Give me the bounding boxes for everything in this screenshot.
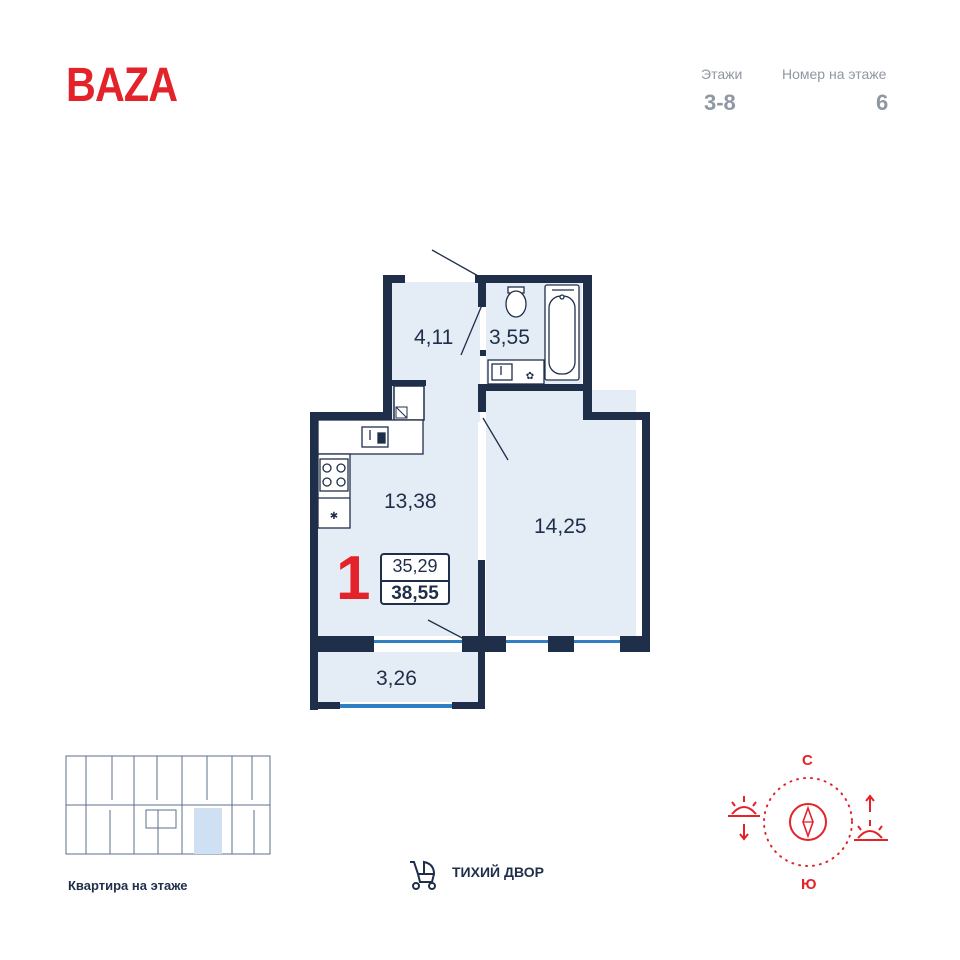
entrance-door xyxy=(431,249,481,278)
sink-drain xyxy=(377,432,386,444)
sunset-icon xyxy=(728,796,760,841)
bathroom-fixtures: ✿ xyxy=(487,284,580,385)
burner xyxy=(336,477,346,487)
wall xyxy=(475,275,592,283)
area-divider xyxy=(382,580,448,582)
burner xyxy=(336,463,346,473)
washer-icon: ✿ xyxy=(526,371,534,382)
wall xyxy=(620,636,650,652)
floor-overview-caption: Квартира на этаже xyxy=(68,878,188,893)
wall xyxy=(310,412,318,710)
compass-south-label: Ю xyxy=(801,876,817,893)
compass-north-label: С xyxy=(802,752,813,769)
washbasin-icon xyxy=(491,363,513,381)
bedroom-door xyxy=(482,417,509,461)
stove-icon xyxy=(319,458,349,492)
wall xyxy=(484,384,584,391)
doors xyxy=(427,249,509,641)
floors-value: 3-8 xyxy=(704,90,736,115)
fridge-icon: ✱ xyxy=(330,511,338,522)
floor-stair xyxy=(145,809,177,829)
balcony-fill xyxy=(316,652,478,702)
wall xyxy=(462,636,506,652)
compass-needle xyxy=(802,805,814,839)
toilet-icon xyxy=(505,290,527,318)
wall xyxy=(548,636,574,652)
room-area-bathroom: 3,55 xyxy=(489,326,530,349)
wall xyxy=(310,412,392,420)
compass-ring xyxy=(763,777,853,867)
floor-number-value: 6 xyxy=(876,90,889,115)
window xyxy=(506,640,548,643)
wall xyxy=(383,275,392,420)
walls xyxy=(310,275,650,710)
sunrise-icon xyxy=(854,794,888,841)
burner xyxy=(322,463,332,473)
wall xyxy=(583,412,650,420)
wall xyxy=(478,560,485,640)
living-area: 35,29 xyxy=(392,556,438,576)
room-area-kitchen-living: 13,38 xyxy=(384,490,437,513)
window xyxy=(374,640,462,643)
floor-overview-lines xyxy=(65,755,271,855)
wall xyxy=(310,636,374,652)
compass-dial xyxy=(789,803,827,841)
shaft-marker xyxy=(395,406,408,419)
windows xyxy=(340,640,620,708)
wall xyxy=(452,702,485,709)
wall xyxy=(583,275,592,413)
wall xyxy=(480,350,486,356)
balcony-door xyxy=(427,619,467,641)
bathtub-drain xyxy=(559,294,565,300)
quiet-yard-label: ТИХИЙ ДВОР xyxy=(452,864,544,880)
wall xyxy=(383,275,405,283)
brand-logo: BAZA xyxy=(66,59,178,112)
current-apartment-highlight xyxy=(194,808,222,854)
burner xyxy=(322,477,332,487)
kitchen-fixtures: ✱ xyxy=(317,419,424,529)
bathtub-inner xyxy=(548,295,576,375)
room-area-balcony: 3,26 xyxy=(376,667,417,690)
shaft-marker-diagonal xyxy=(395,406,408,419)
wall xyxy=(642,412,650,652)
room-count: 1 xyxy=(336,544,371,613)
room-area-hall: 4,11 xyxy=(414,326,454,349)
bathroom-door xyxy=(460,304,483,356)
total-area: 38,55 xyxy=(391,583,439,604)
window xyxy=(340,704,452,708)
wall xyxy=(478,384,486,412)
floors-label: Этажи xyxy=(701,66,743,82)
area-summary-box: 35,29 38,55 xyxy=(380,553,450,605)
ventilation-shaft xyxy=(393,385,425,421)
wall xyxy=(392,380,426,386)
room-area-bedroom: 14,25 xyxy=(534,515,587,538)
bedroom-fill xyxy=(486,390,636,636)
window xyxy=(574,640,620,643)
stroller-icon xyxy=(410,860,436,890)
wall xyxy=(310,702,340,709)
wall xyxy=(478,652,485,708)
floor-overview-map xyxy=(62,750,274,860)
floor-number-label: Номер на этаже xyxy=(782,66,887,82)
compass-icon xyxy=(728,777,888,867)
wall xyxy=(478,275,486,307)
